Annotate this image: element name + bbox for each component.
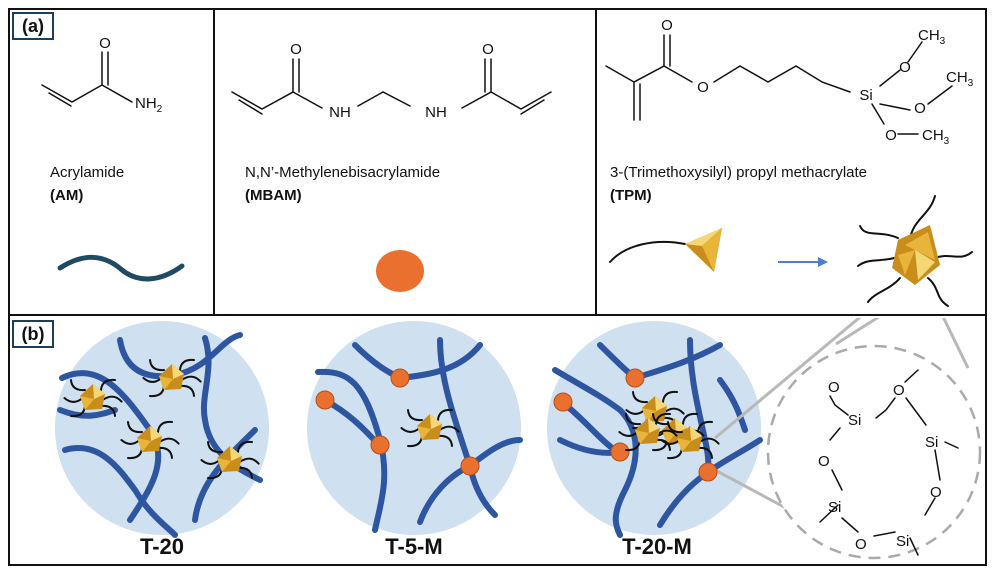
reaction-arrow (778, 257, 828, 267)
tpm-methyl-1: CH3 (918, 27, 946, 47)
ring-oxygen-4: O (855, 536, 867, 553)
panel-b-label: (b) (22, 324, 45, 344)
gel-caption-t20m: T-20-M (622, 534, 692, 559)
tpm-oxygen-carbonyl: O (661, 17, 673, 34)
ring-silicon-4: Si (828, 499, 841, 516)
mbam-crosslinker-symbol (376, 250, 424, 292)
tpm-abbr: (TPM) (610, 187, 652, 204)
crosslinker-dot (390, 368, 410, 388)
am-structure: O NH2 (41, 35, 163, 115)
mbam-oxygen-1: O (290, 41, 302, 58)
crosslinker-dot (698, 462, 718, 482)
tpm-cluster (63, 378, 123, 418)
mbam-structure: O O NH NH (231, 41, 552, 121)
panel-a-label: (a) (22, 16, 44, 36)
ring-silicon-3: Si (896, 533, 909, 550)
ring-oxygen-1: O (828, 379, 840, 396)
mbam-oxygen-2: O (482, 41, 494, 58)
crosslinkers (315, 368, 718, 482)
tpm-cluster (660, 420, 720, 460)
tpm-cluster (120, 420, 180, 460)
tpm-name: 3-(Trimethoxysilyl) propyl methacrylate (610, 164, 867, 181)
tpm-chain-symbol (609, 240, 686, 263)
panel-a-box-am (8, 8, 215, 316)
tpm-structure: O O Si O CH3 O CH3 O CH3 (605, 17, 974, 147)
zoom-line-upper-3 (835, 318, 880, 346)
crosslinker-dot (610, 442, 630, 462)
siloxane-ring: O Si O Si O Si O Si O (818, 369, 959, 556)
crosslinker-dot (553, 392, 573, 412)
ring-oxygen-3: O (930, 484, 942, 501)
tpm-pyramid-symbol (685, 228, 722, 272)
am-oxygen: O (99, 35, 111, 52)
am-nh2: NH2 (135, 95, 163, 115)
am-abbr: (AM) (50, 187, 83, 204)
panel-b-box (8, 314, 987, 566)
tpm-cluster (142, 358, 202, 398)
tpm-methoxy-oxygen-2: O (914, 100, 926, 117)
gel-t20 (55, 321, 269, 538)
mbam-nh-1: NH (329, 104, 351, 121)
zoom-circle (766, 344, 982, 560)
tpm-cluster (200, 440, 260, 480)
zoom-line-upper-2 (941, 318, 970, 369)
gel-caption-t5m: T-5-M (385, 534, 442, 559)
crosslinker-dot (370, 435, 390, 455)
zoom-line-upper-1 (714, 318, 862, 440)
ring-silicon-1: Si (848, 412, 861, 429)
tpm-silicon: Si (859, 87, 872, 104)
tpm-methoxy-oxygen-1: O (899, 59, 911, 76)
mbam-abbr: (MBAM) (245, 187, 302, 204)
tpm-cluster-symbol (857, 195, 973, 307)
am-chain-symbol (57, 254, 185, 282)
tpm-cluster (400, 408, 460, 448)
crosslinker-dot (625, 368, 645, 388)
tpm-methoxy-oxygen-3: O (885, 127, 897, 144)
ring-silicon-2: Si (925, 434, 938, 451)
tpm-cluster (618, 412, 678, 452)
tpm-methyl-2: CH3 (946, 69, 974, 89)
tpm-clusters (63, 358, 720, 480)
ring-oxygen-5: O (818, 453, 830, 470)
tpm-methyl-3: CH3 (922, 127, 950, 147)
mbam-nh-2: NH (425, 104, 447, 121)
panel-b-label-box (12, 320, 54, 348)
panel-a-label-box (12, 12, 54, 40)
ring-oxygen-2: O (893, 382, 905, 399)
gel-t5m (307, 321, 523, 535)
mbam-name: N,N’-Methylenebisacrylamide (245, 164, 440, 181)
crosslinker-dot (315, 390, 335, 410)
am-name: Acrylamide (50, 164, 124, 181)
gel-caption-t20: T-20 (140, 534, 184, 559)
tpm-oxygen-ester: O (697, 79, 709, 96)
crosslinker-dot (460, 456, 480, 476)
